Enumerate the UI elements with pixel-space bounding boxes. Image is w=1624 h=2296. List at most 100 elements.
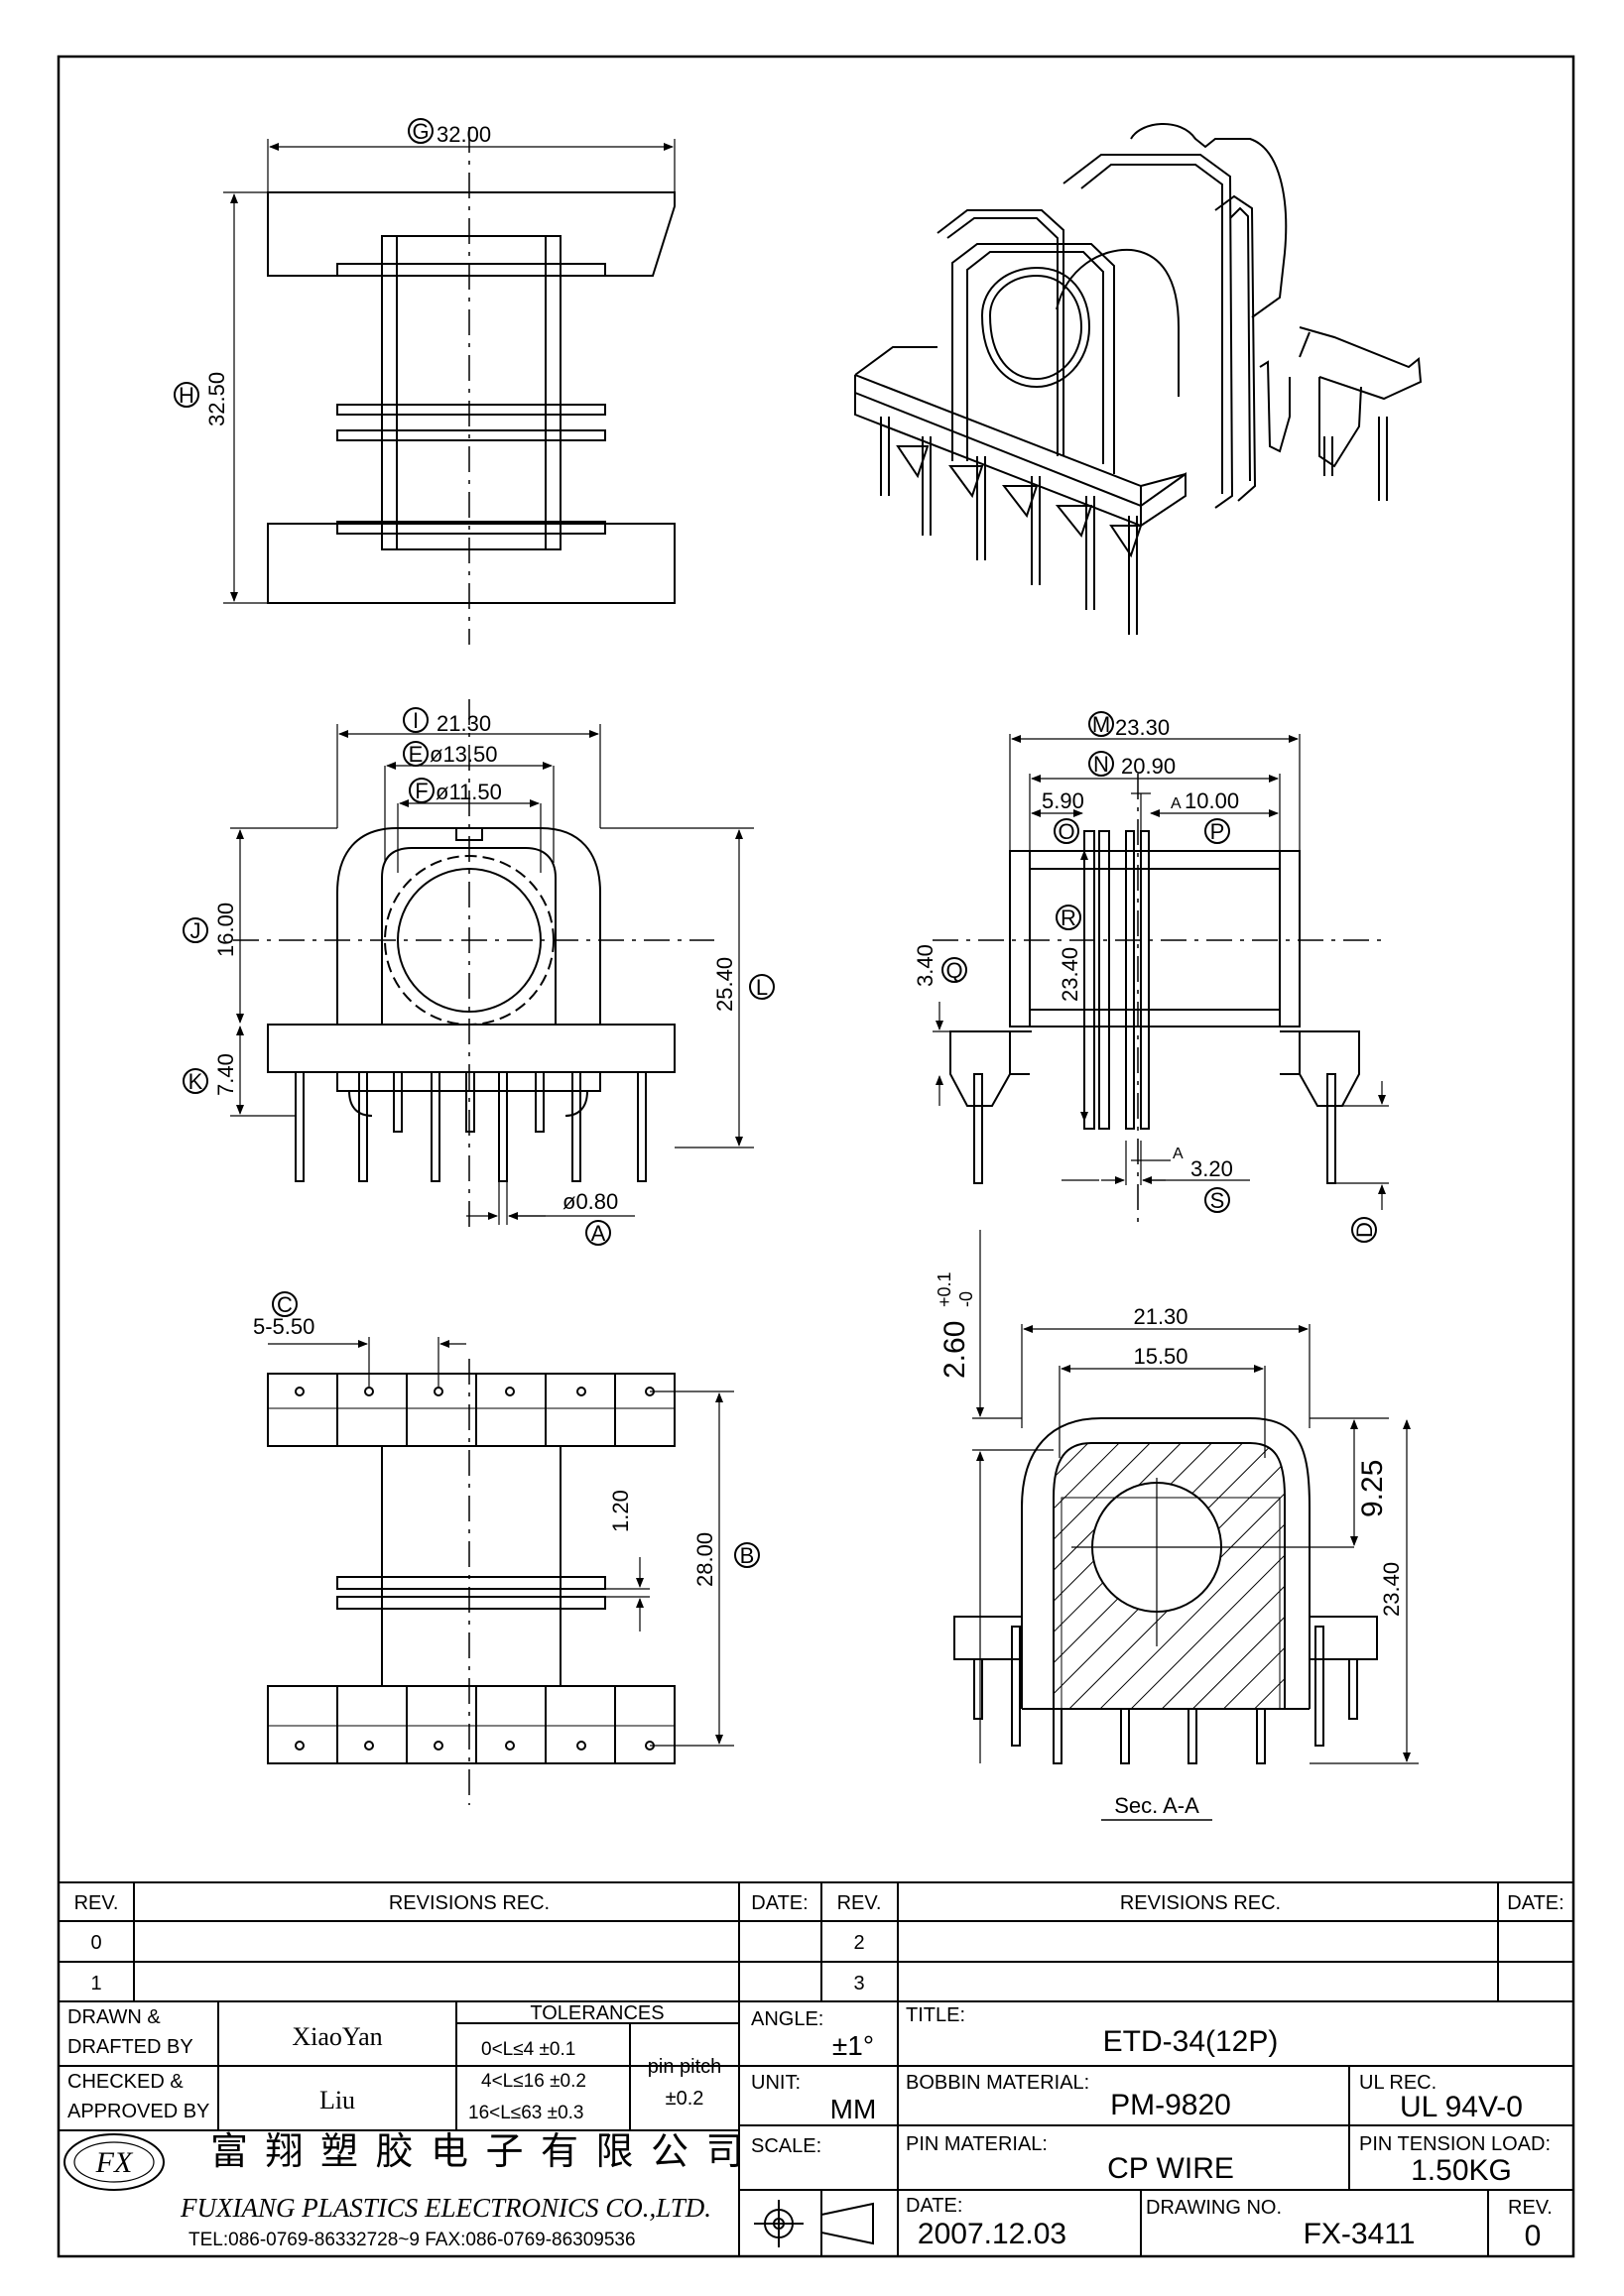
sec-height-upper: 9.25 <box>1356 1460 1389 1517</box>
dim-G-value: 32.00 <box>437 122 491 147</box>
dim-tol-sup: +0.1 <box>935 1271 954 1307</box>
ul-rec-label: UL REC. <box>1359 2072 1437 2094</box>
pin-pitch-value: ±0.2 <box>666 2088 704 2110</box>
dim-N-value: 20.90 <box>1121 754 1176 779</box>
drawn-label-2: DRAFTED BY <box>67 2036 193 2058</box>
scale-label: SCALE: <box>751 2135 821 2157</box>
dim-K-value: 7.40 <box>213 1053 238 1096</box>
dim-S-value: 3.20 <box>1190 1156 1233 1181</box>
sec-height-total: 23.40 <box>1379 1562 1404 1617</box>
tolerance-1: 0<L≤4 ±0.1 <box>481 2039 575 2060</box>
bottom-pin-cells <box>268 1374 675 1763</box>
dim-P-value: 10.00 <box>1185 788 1239 813</box>
checked-label-2: APPROVED BY <box>67 2101 209 2122</box>
dim-A-label: A <box>591 1221 606 1246</box>
front-view <box>183 699 775 1246</box>
dim-C-value: 5-5.50 <box>253 1314 314 1339</box>
title-label: TITLE: <box>906 2004 965 2026</box>
section-mark-A-top: A <box>1171 795 1182 812</box>
rev-header-right: REV. <box>837 1892 882 1914</box>
pin-tension-value: 1.50KG <box>1411 2154 1512 2187</box>
dim-J-label: J <box>190 918 201 943</box>
dim-I-label: I <box>413 708 419 733</box>
dim-M-label: M <box>1092 712 1110 737</box>
company-name-cn: 富 翔 塑 胶 电 子 有 限 公 司 <box>210 2131 748 2173</box>
tolerances-header: TOLERANCES <box>530 2002 664 2024</box>
dim-A-value: ø0.80 <box>562 1189 618 1214</box>
section-mark-A-bottom: A <box>1173 1146 1184 1162</box>
pin-material-value: CP WIRE <box>1107 2152 1234 2185</box>
bobbin-material-label: BOBBIN MATERIAL: <box>906 2072 1089 2094</box>
top-view <box>174 118 676 645</box>
dim-O-label: O <box>1058 819 1074 844</box>
pin-tension-label: PIN TENSION LOAD: <box>1359 2133 1551 2155</box>
side-view <box>933 711 1389 1243</box>
dim-J-value: 16.00 <box>213 903 238 957</box>
rev-header-left: REV. <box>74 1892 119 1914</box>
dim-B-label: B <box>740 1543 755 1568</box>
sheet-border <box>57 55 1575 2258</box>
dim-tol-value: 2.60 <box>938 1321 971 1379</box>
dim-C-label: C <box>277 1292 293 1317</box>
rev-row-2: 2 <box>853 1932 864 1954</box>
dim-F-value: ø11.50 <box>436 780 502 804</box>
ul-rec-value: UL 94V-0 <box>1400 2091 1523 2123</box>
dim-N-label: N <box>1093 752 1109 777</box>
title-value: ETD-34(12P) <box>1103 2025 1279 2058</box>
dim-B-value: 28.00 <box>692 1532 717 1587</box>
checked-by: Liu <box>319 2086 355 2115</box>
unit-value: MM <box>830 2094 877 2124</box>
date-label: DATE: <box>906 2195 962 2217</box>
bobbin-material-value: PM-9820 <box>1110 2089 1231 2121</box>
section-view <box>953 1230 1419 1821</box>
sec-width-inner: 15.50 <box>1133 1344 1187 1369</box>
company-name-en: FUXIANG PLASTICS ELECTRONICS CO.,LTD. <box>180 2193 711 2223</box>
rev-label: REV. <box>1508 2197 1553 2219</box>
unit-label: UNIT: <box>751 2072 801 2094</box>
angle-value: ±1° <box>832 2030 874 2061</box>
iso-pins <box>880 417 1388 635</box>
rev-value: 0 <box>1525 2220 1542 2252</box>
revisions-header-left: REVISIONS REC. <box>389 1892 550 1914</box>
rev-row-0: 0 <box>90 1932 101 1954</box>
logo-text: FX <box>95 2146 134 2179</box>
dim-L-label: L <box>756 975 768 1000</box>
projection-symbol-icon <box>754 2200 874 2247</box>
date-value: 2007.12.03 <box>918 2218 1066 2250</box>
dim-E-label: E <box>409 742 424 767</box>
dim-M-value: 23.30 <box>1115 715 1170 740</box>
dim-tol-sub: -0 <box>956 1291 976 1307</box>
date-header-left: DATE: <box>751 1892 808 1914</box>
sec-width-outer: 21.30 <box>1133 1304 1187 1329</box>
dim-L-value: 25.40 <box>712 957 737 1012</box>
dim-S-label: S <box>1210 1188 1225 1213</box>
company-logo <box>63 2133 165 2191</box>
checked-label-1: CHECKED & <box>67 2071 184 2093</box>
rev-row-3: 3 <box>853 1973 864 1994</box>
date-header-right: DATE: <box>1507 1892 1563 1914</box>
dim-D-label: D <box>1352 1222 1377 1238</box>
dim-Q-value: 3.40 <box>913 944 937 987</box>
section-pins <box>973 1626 1358 1764</box>
section-label: Sec. A-A <box>1114 1793 1199 1818</box>
revisions-header-right: REVISIONS REC. <box>1120 1892 1281 1914</box>
dim-R-value: 23.40 <box>1058 947 1082 1002</box>
dim-H-value: 32.50 <box>204 372 229 426</box>
drawn-label-1: DRAWN & <box>67 2006 161 2028</box>
isometric-view <box>854 123 1423 635</box>
dim-Q-label: Q <box>945 958 962 983</box>
dim-R-label: R <box>1061 906 1076 930</box>
tolerance-2: 4<L≤16 ±0.2 <box>481 2071 586 2092</box>
drawn-by: XiaoYan <box>292 2022 382 2051</box>
dim-K-label: K <box>188 1069 203 1094</box>
drawing-no-value: FX-3411 <box>1304 2218 1416 2250</box>
drawing-no-label: DRAWING NO. <box>1146 2197 1282 2219</box>
pin-material-label: PIN MATERIAL: <box>906 2133 1048 2155</box>
dim-H-label: H <box>179 383 194 408</box>
pin-pitch-label: pin pitch <box>648 2056 722 2078</box>
bottom-view <box>267 1291 760 1805</box>
dim-pin-gap-value: 1.20 <box>608 1490 633 1532</box>
dim-P-label: P <box>1210 819 1225 844</box>
company-contact: TEL:086-0769-86332728~9 FAX:086-0769-863… <box>188 2230 636 2250</box>
